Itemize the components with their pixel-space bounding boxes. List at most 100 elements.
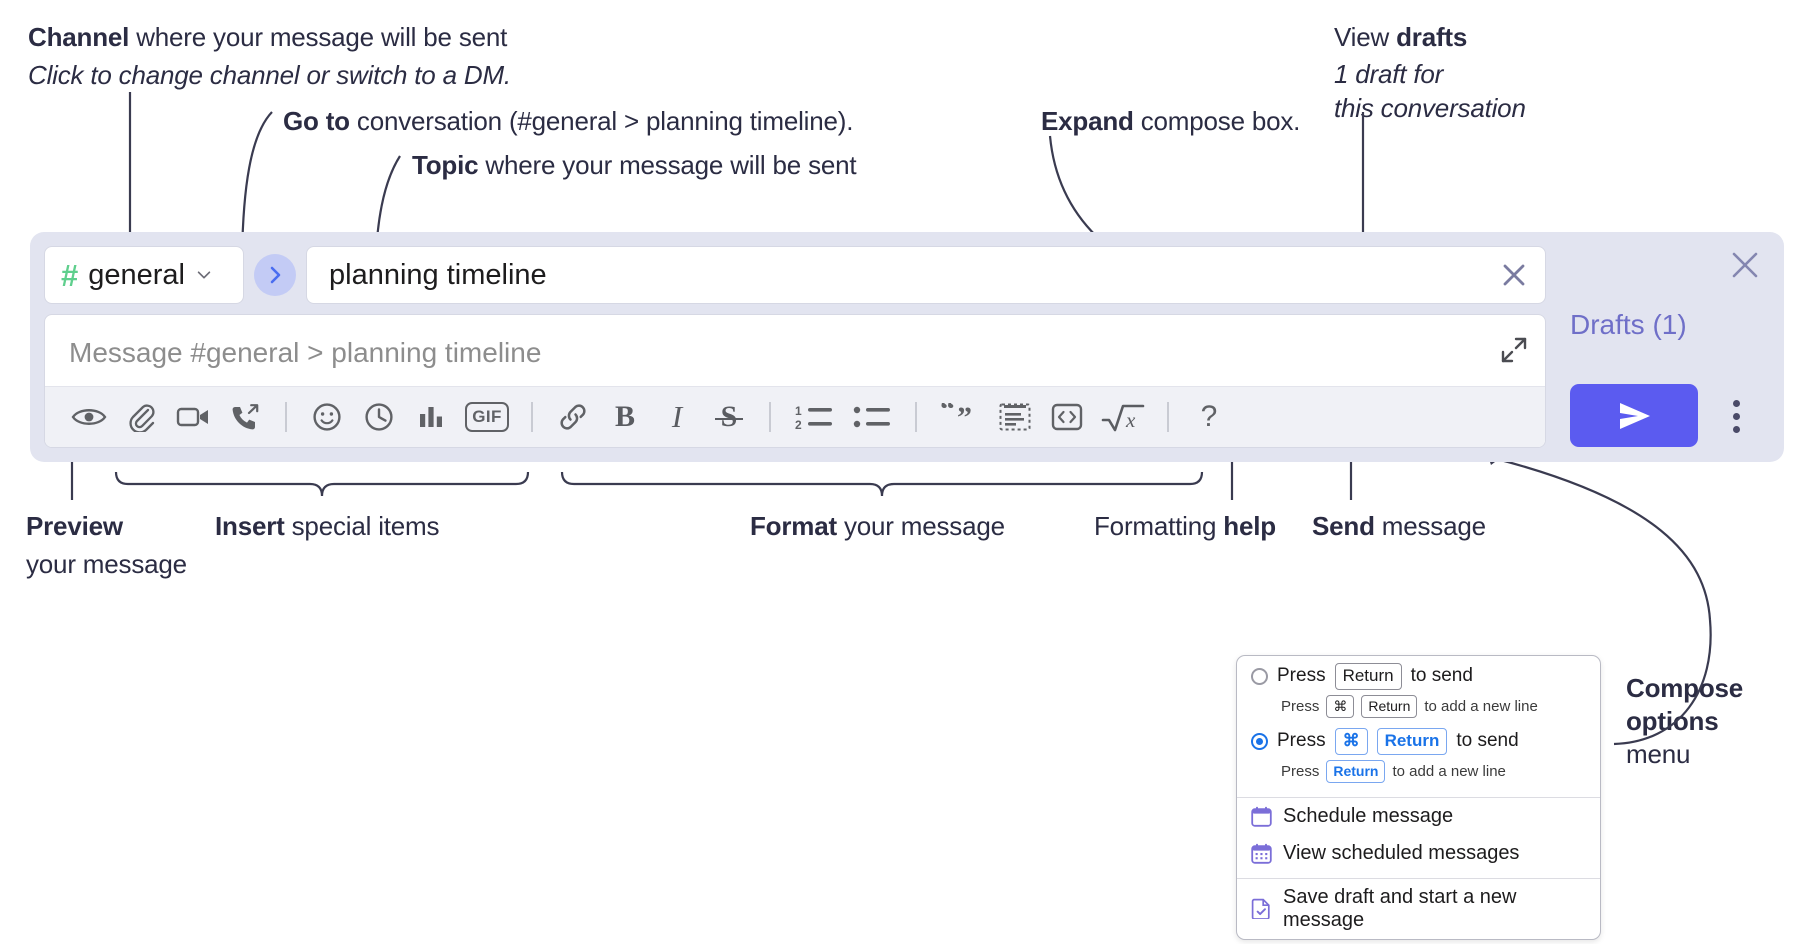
radio-return[interactable] xyxy=(1251,667,1268,685)
calendar-icon xyxy=(1251,806,1272,827)
strikethrough-icon[interactable]: S xyxy=(703,394,755,440)
annotation-channel-rest: where your message will be sent xyxy=(129,22,508,52)
menu-divider xyxy=(1237,796,1600,798)
key-return: Return xyxy=(1326,759,1386,783)
annotation-send: Send message xyxy=(1312,511,1486,543)
svg-text:“: “ xyxy=(940,403,955,426)
annotation-topic: Topic where your message will be sent xyxy=(412,150,857,182)
code-block-icon[interactable] xyxy=(989,394,1041,440)
svg-text:2: 2 xyxy=(795,418,802,431)
compose-options-menu: Press Return to send Press ⌘ Return to a… xyxy=(1236,655,1601,940)
annotation-format: Format your message xyxy=(750,511,1005,543)
option2-sub-post: to add a new line xyxy=(1392,762,1506,780)
italic-label: I xyxy=(671,399,683,434)
preview-icon[interactable] xyxy=(63,394,115,440)
key-command: ⌘ xyxy=(1334,727,1368,755)
inline-code-icon[interactable] xyxy=(1041,394,1093,440)
option2-post: to send xyxy=(1456,730,1519,752)
annotation-format-bold: Format xyxy=(750,511,837,541)
annotation-drafts-bold: drafts xyxy=(1396,22,1468,52)
toolbar-divider xyxy=(769,402,771,432)
key-return: Return xyxy=(1361,694,1418,718)
attachment-paperclip-icon[interactable] xyxy=(115,394,167,440)
annotation-goto-rest: conversation (#general > planning timeli… xyxy=(349,106,854,136)
annotation-format-rest: your message xyxy=(836,511,1005,541)
expand-icon[interactable] xyxy=(1499,335,1529,365)
gif-label: GIF xyxy=(465,402,509,432)
compose-main-column: # general planning timeline Message #gen… xyxy=(44,246,1546,448)
annotation-preview: Preview your message xyxy=(26,511,187,580)
send-option-return[interactable]: Press Return to send Press ⌘ Return to a… xyxy=(1237,656,1600,726)
menu-item-view-scheduled-messages[interactable]: View scheduled messages xyxy=(1237,835,1600,872)
topic-value: planning timeline xyxy=(329,258,547,291)
annotation-drafts-lead: View xyxy=(1334,22,1397,52)
annotation-insert: Insert special items xyxy=(215,511,440,543)
blockquote-icon[interactable]: “” xyxy=(931,394,989,440)
calendar-grid-icon xyxy=(1251,843,1272,864)
formatting-help-icon[interactable]: ? xyxy=(1183,394,1235,440)
huddle-phone-icon[interactable] xyxy=(219,394,271,440)
document-check-icon xyxy=(1251,898,1270,920)
option1-pre: Press xyxy=(1277,665,1326,687)
compose-box: # general planning timeline Message #gen… xyxy=(30,232,1784,462)
toolbar-divider xyxy=(531,402,533,432)
annotation-topic-rest: where your message will be sent xyxy=(478,150,857,180)
toolbar-divider xyxy=(915,402,917,432)
bold-label: B xyxy=(614,400,635,433)
annotation-expand-bold: Expand xyxy=(1041,106,1134,136)
menu-item-label: View scheduled messages xyxy=(1283,841,1520,864)
go-to-conversation-button[interactable] xyxy=(254,254,296,296)
radio-command-return[interactable] xyxy=(1251,732,1268,750)
send-button[interactable] xyxy=(1570,384,1698,447)
close-compose-icon[interactable] xyxy=(1728,248,1762,282)
bold-icon[interactable]: B xyxy=(599,394,651,440)
annotation-insert-rest: special items xyxy=(284,511,440,541)
italic-icon[interactable]: I xyxy=(651,394,703,440)
annotation-send-bold: Send xyxy=(1312,511,1375,541)
menu-divider xyxy=(1237,877,1600,879)
svg-text:x: x xyxy=(1125,408,1136,432)
strike-label: S xyxy=(720,400,738,433)
gif-icon[interactable]: GIF xyxy=(457,394,517,440)
annotation-compose-options-rest: menu xyxy=(1626,738,1691,769)
message-placeholder: Message #general > planning timeline xyxy=(69,337,542,368)
annotation-drafts: View drafts 1 draft for this conversatio… xyxy=(1334,22,1526,125)
menu-item-label: Schedule message xyxy=(1283,804,1454,827)
annotation-expand-rest: compose box. xyxy=(1133,106,1301,136)
send-option-command-return[interactable]: Press ⌘ Return to send Press Return to a… xyxy=(1237,726,1600,791)
video-camera-icon[interactable] xyxy=(167,394,219,440)
channel-selector[interactable]: # general xyxy=(44,246,244,304)
strike-line xyxy=(714,417,744,421)
annotation-goto: Go to conversation (#general > planning … xyxy=(283,106,853,138)
option2-pre: Press xyxy=(1277,730,1326,752)
annotation-expand: Expand compose box. xyxy=(1041,106,1300,138)
emoji-icon[interactable] xyxy=(301,394,353,440)
annotation-help: Formatting help xyxy=(1094,511,1276,543)
annotation-channel-bold: Channel xyxy=(28,22,130,52)
menu-item-schedule-message[interactable]: Schedule message xyxy=(1237,798,1600,835)
menu-item-label: Save draft and start a new message xyxy=(1283,885,1517,931)
annotation-channel-italic: Click to change channel or switch to a D… xyxy=(28,59,511,90)
clock-reminder-icon[interactable] xyxy=(353,394,405,440)
poll-bar-chart-icon[interactable] xyxy=(405,394,457,440)
bulleted-list-icon[interactable] xyxy=(843,394,901,440)
topic-field[interactable]: planning timeline xyxy=(306,246,1546,304)
annotation-insert-bold: Insert xyxy=(215,511,285,541)
compose-header-row: # general planning timeline xyxy=(44,246,1546,304)
close-icon[interactable] xyxy=(1497,258,1531,292)
drafts-link[interactable]: Drafts (1) xyxy=(1570,309,1687,340)
math-icon[interactable]: x xyxy=(1093,394,1153,440)
toolbar-divider xyxy=(285,402,287,432)
menu-item-save-draft[interactable]: Save draft and start a new message xyxy=(1237,879,1600,939)
help-label: ? xyxy=(1200,400,1218,433)
send-paper-plane-icon xyxy=(1620,402,1650,429)
key-return: Return xyxy=(1376,727,1448,755)
link-icon[interactable] xyxy=(547,394,599,440)
annotation-send-rest: message xyxy=(1374,511,1486,541)
option1-post: to send xyxy=(1410,665,1473,687)
message-input-area[interactable]: Message #general > planning timeline xyxy=(44,314,1546,448)
annotation-help-lead: Formatting xyxy=(1094,511,1224,541)
annotation-preview-bold: Preview xyxy=(26,511,123,541)
compose-options-menu-button[interactable] xyxy=(1722,394,1750,438)
